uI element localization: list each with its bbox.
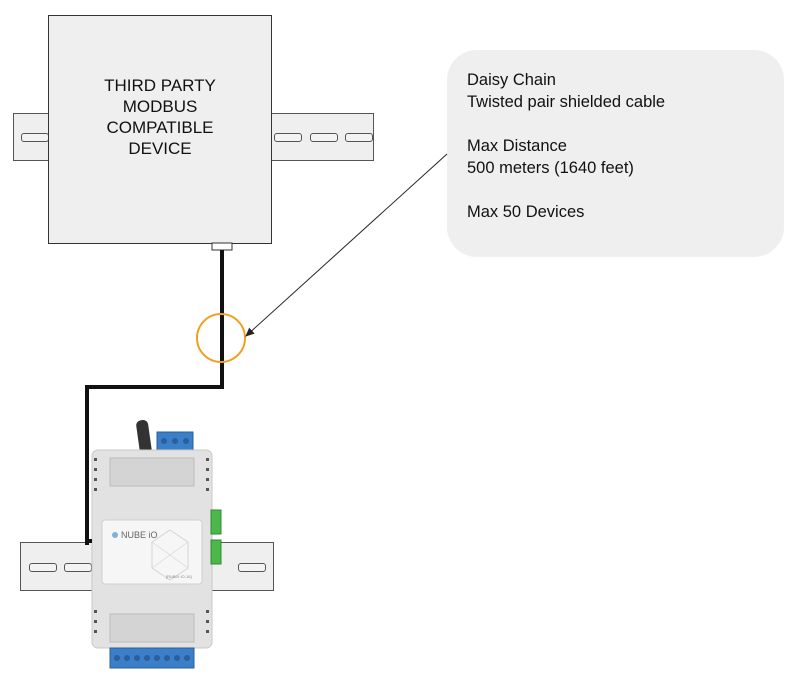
device-connector xyxy=(211,242,233,251)
controller-model: [RUBIX IO-16] xyxy=(166,574,192,579)
device-label-line: DEVICE xyxy=(128,138,192,158)
device-label-line: THIRD PARTY xyxy=(104,75,216,95)
rail-slot xyxy=(310,133,338,142)
rail-slot xyxy=(238,563,266,572)
brand-logo-icon xyxy=(112,532,118,538)
callout-distance-title: Max Distance xyxy=(467,137,567,155)
side-connector-green xyxy=(210,539,222,565)
rail-slot xyxy=(345,133,373,142)
nube-io-controller: NUBE iO [RUBIX IO-16] xyxy=(91,419,222,669)
antenna-icon xyxy=(136,419,152,457)
bottom-terminal-block xyxy=(109,647,195,669)
callout-distance-value: 500 meters (1640 feet) xyxy=(467,159,634,177)
callout-device-limit: Max 50 Devices xyxy=(467,203,585,221)
callout-topology: Daisy Chain xyxy=(467,71,556,89)
device-label: THIRD PARTY MODBUS COMPATIBLE DEVICE xyxy=(65,75,255,159)
callout-pointer-arrow xyxy=(245,153,448,337)
side-connector-green xyxy=(210,509,222,535)
device-label-line: COMPATIBLE xyxy=(106,117,214,137)
rail-slot xyxy=(29,563,57,572)
cable-highlight-circle xyxy=(196,313,246,363)
modbus-cable xyxy=(85,250,224,545)
device-label-line: MODBUS xyxy=(122,96,198,116)
callout-cable-type: Twisted pair shielded cable xyxy=(467,93,666,111)
cable-spec-callout: Daisy Chain Twisted pair shielded cable … xyxy=(447,50,784,257)
third-party-modbus-device: THIRD PARTY MODBUS COMPATIBLE DEVICE xyxy=(48,15,272,244)
rail-slot xyxy=(274,133,302,142)
controller-brand: NUBE iO xyxy=(121,530,158,540)
